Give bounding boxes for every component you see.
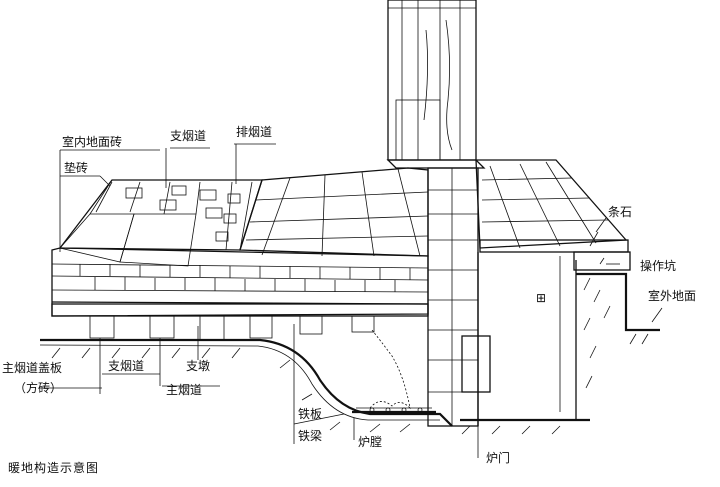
figure-caption: 暖地构造示意图 xyxy=(8,460,99,475)
floor-section-layers xyxy=(51,247,429,317)
label-furnace-door: 炉门 xyxy=(486,450,510,465)
label-operating-pit: 操作坑 xyxy=(640,258,676,273)
label-branch-flue-lower: 支烟道 xyxy=(108,359,144,373)
label-iron-plate: 铁板 xyxy=(298,407,322,421)
label-square-brick: （方砖） xyxy=(14,380,62,395)
dividing-wall xyxy=(427,167,491,427)
label-support-pier: 支墩 xyxy=(186,359,210,373)
label-furnace-chamber: 炉膛 xyxy=(358,435,382,449)
floor-slab xyxy=(58,167,429,267)
chimney xyxy=(386,0,486,169)
operating-pit xyxy=(460,159,660,435)
label-exhaust-flue: 排烟道 xyxy=(236,125,272,139)
ground-and-furnace-chamber xyxy=(39,329,453,433)
branch-flue-channels xyxy=(95,181,253,251)
label-strip-stone: 条石 xyxy=(608,205,632,219)
pit-mark: ⊞ xyxy=(536,291,546,305)
leader-lines xyxy=(40,143,663,458)
label-branch-flue: 支烟道 xyxy=(170,129,206,143)
label-main-flue-cover: 主烟道盖板 xyxy=(2,361,62,375)
label-main-flue: 主烟道 xyxy=(166,383,202,397)
support-piers xyxy=(89,315,375,341)
label-iron-beam: 铁梁 xyxy=(298,428,322,443)
label-indoor-floor-tile: 室内地面砖 xyxy=(62,134,122,149)
label-pad-brick: 垫砖 xyxy=(64,160,88,175)
label-outdoor-ground: 室外地面 xyxy=(648,288,696,303)
